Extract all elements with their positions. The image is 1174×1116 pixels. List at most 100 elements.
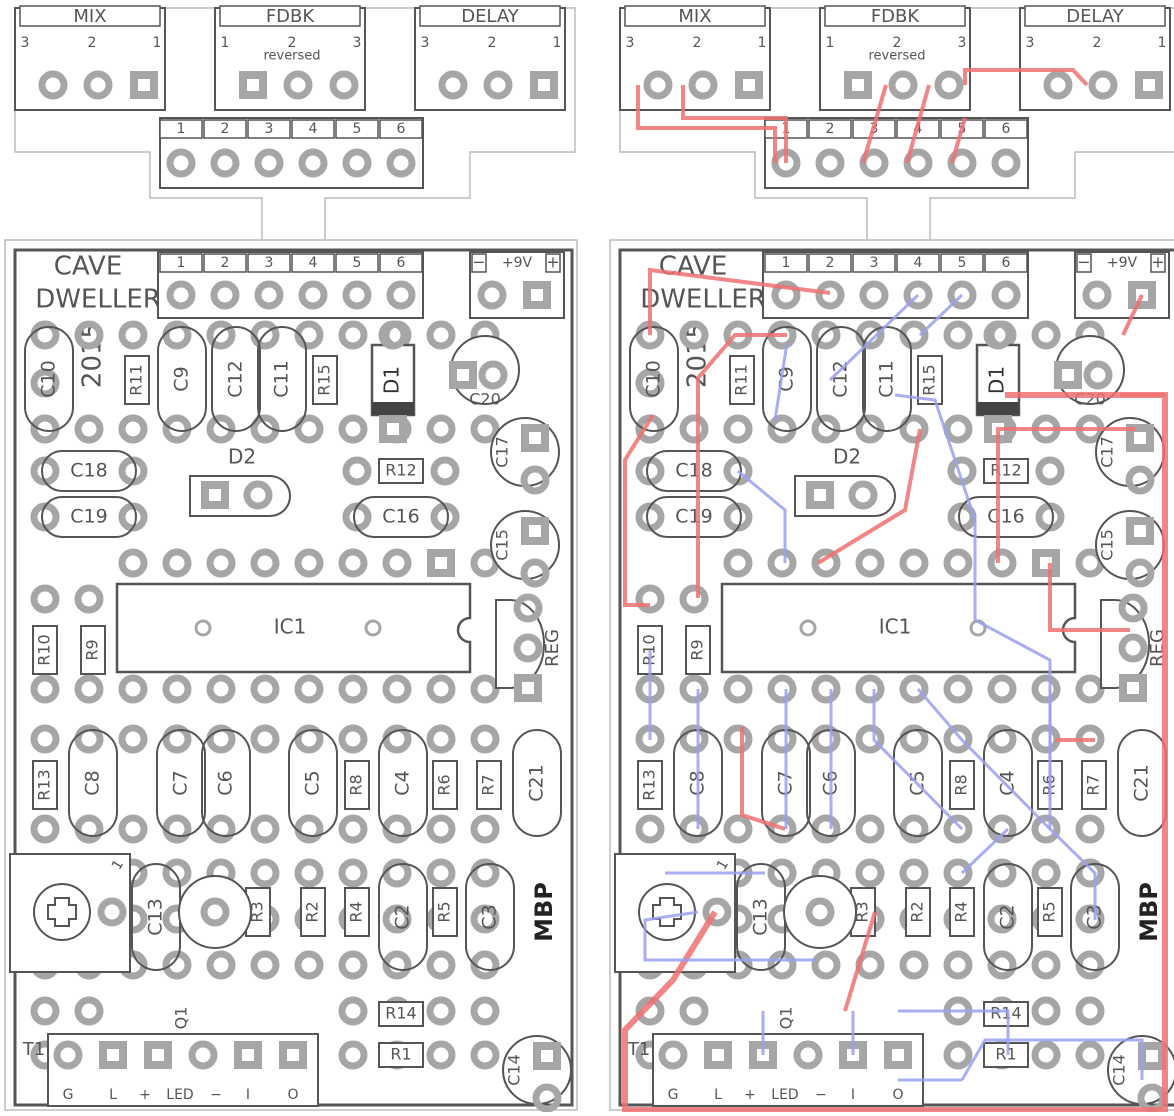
wire-trace <box>905 84 931 164</box>
round-pad <box>1075 858 1105 888</box>
capacitor-body <box>201 729 251 837</box>
pad-hole <box>138 79 150 91</box>
round-pad <box>899 674 929 704</box>
round-pad <box>899 950 929 980</box>
round-pad <box>723 814 753 844</box>
capacitor-body <box>24 326 74 432</box>
round-pad <box>426 950 456 980</box>
power-header: −+9V+ <box>469 251 565 319</box>
round-pad <box>382 674 412 704</box>
round-pad <box>250 414 280 444</box>
capacitor-body <box>816 326 866 432</box>
component-label: R11 <box>127 364 146 395</box>
round-pad <box>767 414 797 444</box>
round-pad <box>767 950 797 980</box>
ic1-mark <box>364 619 382 637</box>
round-pad <box>470 414 500 444</box>
board-header-pin-label: 3 <box>870 255 879 271</box>
ic1-label: IC1 <box>274 615 307 639</box>
round-pad <box>991 280 1021 310</box>
io-pin-label: − <box>210 1087 222 1103</box>
component-label: C12 <box>830 360 852 397</box>
trimmer-t1: 1T1 <box>9 853 131 1060</box>
electrolytic-label: C20 <box>469 390 501 409</box>
pad-hole <box>522 682 534 694</box>
round-pad <box>162 320 192 350</box>
resistor-body <box>124 355 150 405</box>
component-label: R1 <box>390 1045 411 1064</box>
component-label: R15 <box>920 364 939 395</box>
round-pad <box>162 674 192 704</box>
pot-name-box <box>219 5 361 27</box>
round-pad <box>438 70 468 100</box>
wire-trace <box>681 85 788 163</box>
pad-hole <box>529 432 541 444</box>
round-pad <box>513 633 543 663</box>
round-pad <box>250 724 280 754</box>
round-pad <box>520 558 550 588</box>
capacitor-body <box>378 729 428 837</box>
wire-trace <box>623 413 655 607</box>
header-pin-label: 3 <box>265 121 274 137</box>
resistor-body <box>905 887 931 937</box>
pad-hole <box>852 79 864 91</box>
capacitor-body <box>68 729 118 837</box>
q1-label: Q1 <box>777 1007 796 1030</box>
round-pad <box>298 280 328 310</box>
round-pad <box>658 1040 688 1070</box>
header-pin-box <box>203 119 247 139</box>
round-pad <box>987 724 1017 754</box>
round-pad <box>162 724 192 754</box>
round-pad <box>30 996 60 1026</box>
round-pad <box>815 148 845 178</box>
round-pad <box>74 584 104 614</box>
capacitor-body <box>893 729 943 837</box>
round-pad <box>118 548 148 578</box>
round-pad <box>206 950 236 980</box>
round-pad <box>470 1040 500 1070</box>
component-label: R15 <box>315 364 334 395</box>
round-pad <box>811 548 841 578</box>
round-pad <box>793 1040 823 1070</box>
component-label: R13 <box>640 769 659 800</box>
round-pad <box>386 280 416 310</box>
capacitor-body <box>156 729 206 837</box>
round-pad <box>1031 950 1061 980</box>
round-pad <box>903 280 933 310</box>
component-label: R3 <box>853 901 872 922</box>
round-pad <box>635 584 665 614</box>
round-pad <box>162 414 192 444</box>
round-pad <box>855 814 885 844</box>
component-label: R2 <box>303 901 322 922</box>
round-pad <box>470 724 500 754</box>
io-pin-label: O <box>287 1087 298 1103</box>
round-pad <box>200 897 230 927</box>
component-label: C10 <box>38 360 60 397</box>
pad-hole <box>814 489 826 501</box>
round-pad <box>1125 558 1155 588</box>
resistor-body <box>1037 887 1063 937</box>
header-pin-box <box>291 119 335 139</box>
power-minus-box <box>471 253 487 273</box>
resistor-body <box>949 887 975 937</box>
diode-d1: D1 <box>370 320 416 443</box>
round-pad <box>987 858 1017 888</box>
round-pad <box>30 320 60 350</box>
round-pad <box>1118 633 1148 663</box>
component-label: C6 <box>215 770 237 795</box>
round-pad <box>338 548 368 578</box>
electrolytic-label: C14 <box>1110 1054 1129 1086</box>
wire-trace <box>696 333 787 598</box>
round-pad <box>478 360 508 390</box>
round-pad <box>723 724 753 754</box>
resistor-body <box>344 887 370 937</box>
round-pad <box>162 548 192 578</box>
board-header-pin-label: 4 <box>914 255 923 271</box>
io-pin-label: I <box>851 1087 855 1103</box>
round-pad <box>338 814 368 844</box>
